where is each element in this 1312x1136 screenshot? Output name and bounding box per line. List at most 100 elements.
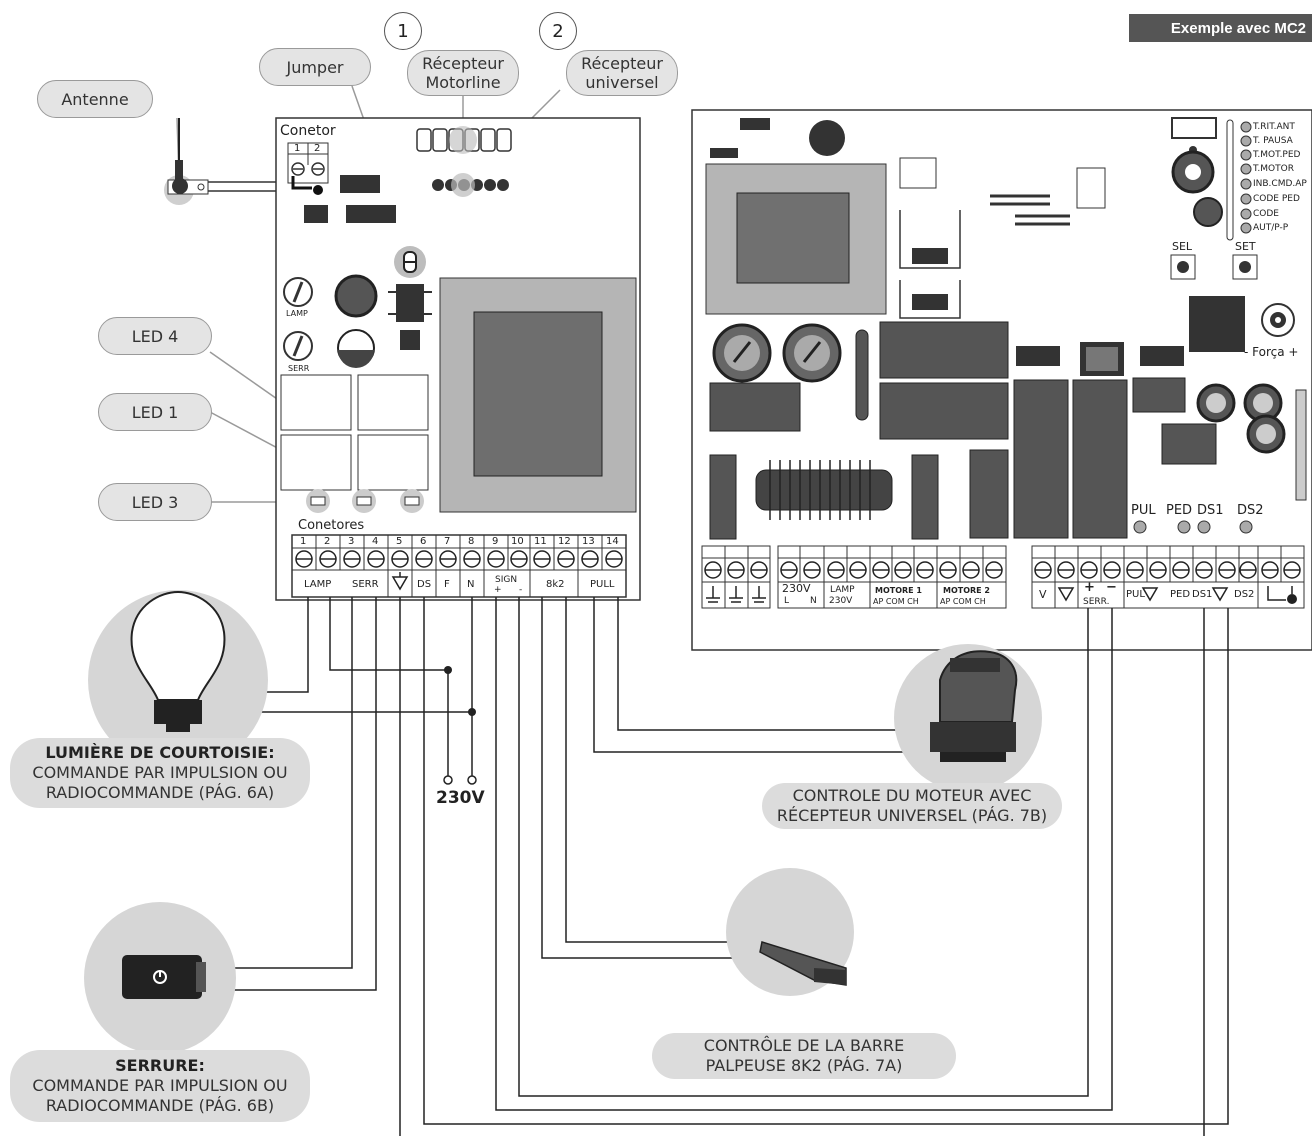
callout-jumper-label: Jumper <box>286 57 344 77</box>
dip-label: CODE PED <box>1253 194 1300 204</box>
term-plus: + <box>1084 580 1095 595</box>
caption-moteur-line1: CONTROLE DU MOTEUR AVEC <box>792 786 1032 805</box>
group-f: F <box>444 579 450 590</box>
terminal-number: 6 <box>420 536 427 547</box>
group-ds: DS <box>417 579 432 590</box>
term-serr: SERR. <box>1083 597 1110 607</box>
group-8k2: 8k2 <box>546 579 565 590</box>
caption-lumiere-line1: COMMANDE PAR IMPULSION OU <box>32 763 288 782</box>
terminal-number: 3 <box>348 536 355 547</box>
dip-label: T. PAUSA <box>1253 136 1293 146</box>
caption-barre-line1: CONTRÔLE DE LA BARRE <box>703 1036 905 1055</box>
dip-label: T.MOT.PED <box>1253 150 1301 160</box>
callout-recepteur-motorline: Récepteur Motorline <box>407 50 519 96</box>
caption-barre-line2: PALPEUSE 8K2 (PÁG. 7A) <box>705 1056 903 1075</box>
group-lamp: LAMP <box>304 579 332 590</box>
group-sign: SIGN <box>495 575 518 585</box>
group-pull: PULL <box>590 579 615 590</box>
callout-recepteur-universel-l2: universel <box>585 73 659 92</box>
set-label: SET <box>1235 240 1256 253</box>
term-lamp: LAMP <box>830 585 855 595</box>
callout-antenne: Antenne <box>37 80 153 118</box>
conetor-pin-2: 2 <box>314 143 321 154</box>
term-ped: PED <box>1170 589 1191 600</box>
term-motore2: MOTORE 2 <box>943 586 990 595</box>
term-ds1: DS1 <box>1192 589 1213 600</box>
dip-label: AUT/P-P <box>1253 223 1289 233</box>
caption-serrure: SERRURE: COMMANDE PAR IMPULSION OU RADIO… <box>10 1050 310 1122</box>
dip-label: T.MOTOR <box>1253 164 1294 174</box>
caption-barre: CONTRÔLE DE LA BARRE PALPEUSE 8K2 (PÁG. … <box>652 1033 956 1079</box>
callout-led1: LED 1 <box>98 393 212 431</box>
right-board <box>691 109 1312 651</box>
group-sign-plus: + <box>494 585 502 595</box>
terminal-number: 14 <box>606 536 619 547</box>
motor-icon <box>894 644 1042 792</box>
callout-recepteur-universel: Récepteur universel <box>566 50 678 96</box>
caption-moteur: CONTROLE DU MOTEUR AVEC RÉCEPTEUR UNIVER… <box>762 783 1062 829</box>
term-minus: − <box>1106 580 1117 595</box>
terminal-number: 2 <box>324 536 331 547</box>
left-board <box>275 117 641 601</box>
term-lamp-230v: 230V <box>829 596 853 606</box>
terminal-number: 13 <box>582 536 595 547</box>
sel-label: SEL <box>1172 240 1193 253</box>
led-ds1-label: DS1 <box>1197 503 1224 518</box>
led-ds2-label: DS2 <box>1237 503 1264 518</box>
led-pul-label: PUL <box>1131 503 1156 518</box>
term-l: L <box>784 596 790 606</box>
callout-led4-label: LED 4 <box>131 326 179 346</box>
terminal-number: 7 <box>444 536 451 547</box>
mains-230v-label: 230V <box>436 788 485 808</box>
callout-led3: LED 3 <box>98 483 212 521</box>
example-tag: Exemple avec MC2 <box>1129 14 1312 42</box>
callout-number-1: 1 <box>384 12 422 50</box>
lamp-pot-label: LAMP <box>286 309 308 318</box>
caption-moteur-line2: RÉCEPTEUR UNIVERSEL (PÁG. 7B) <box>776 806 1048 825</box>
terminal-number: 4 <box>372 536 379 547</box>
dip-label: T.RIT.ANT <box>1253 122 1295 132</box>
term-motore1-pins: AP COM CH <box>873 597 919 606</box>
callout-led1-label: LED 1 <box>131 402 179 422</box>
term-pul: PUL <box>1126 589 1145 600</box>
terminal-number: 11 <box>534 536 547 547</box>
conetor-label: Conetor <box>280 123 336 139</box>
dip-label: CODE <box>1253 209 1279 219</box>
group-serr: SERR <box>352 579 379 590</box>
term-v: V <box>1039 588 1047 601</box>
terminal-number: 5 <box>396 536 403 547</box>
callout-jumper: Jumper <box>259 48 371 86</box>
serr-pot-label: SERR <box>288 364 310 373</box>
term-ds2: DS2 <box>1234 589 1255 600</box>
callout-antenne-label: Antenne <box>61 89 129 109</box>
lock-icon <box>84 902 236 1054</box>
wires <box>178 597 1229 1136</box>
callout-recepteur-motorline-l2: Motorline <box>425 73 501 92</box>
group-n: N <box>467 579 475 590</box>
led-ped-label: PED <box>1166 503 1193 518</box>
callout-led4: LED 4 <box>98 317 212 355</box>
terminal-number: 9 <box>492 536 499 547</box>
term-230v: 230V <box>782 582 811 595</box>
terminal-number: 10 <box>511 536 524 547</box>
conetores-label: Conetores <box>298 518 365 533</box>
term-motore1: MOTORE 1 <box>875 586 922 595</box>
terminal-number: 1 <box>300 536 307 547</box>
caption-serrure-line1: COMMANDE PAR IMPULSION OU <box>32 1076 288 1095</box>
forca-label: - Força + <box>1244 345 1299 359</box>
term-n: N <box>810 596 817 606</box>
terminal-number: 8 <box>468 536 475 547</box>
antenna-icon <box>164 118 318 205</box>
caption-lumiere: LUMIÈRE DE COURTOISIE: COMMANDE PAR IMPU… <box>10 738 310 808</box>
callout-recepteur-universel-l1: Récepteur <box>581 54 663 73</box>
conetor-pin-1: 1 <box>294 143 301 154</box>
terminal-number: 12 <box>558 536 571 547</box>
caption-serrure-line2: RADIOCOMMANDE (PÁG. 6B) <box>45 1096 275 1115</box>
callout-recepteur-motorline-l1: Récepteur <box>422 54 504 73</box>
term-motore2-pins: AP COM CH <box>940 597 986 606</box>
safety-edge-icon <box>726 868 854 996</box>
caption-serrure-title: SERRURE: <box>115 1056 205 1075</box>
dip-label: INB.CMD.AP <box>1253 179 1307 189</box>
caption-lumiere-title: LUMIÈRE DE COURTOISIE: <box>45 743 275 762</box>
